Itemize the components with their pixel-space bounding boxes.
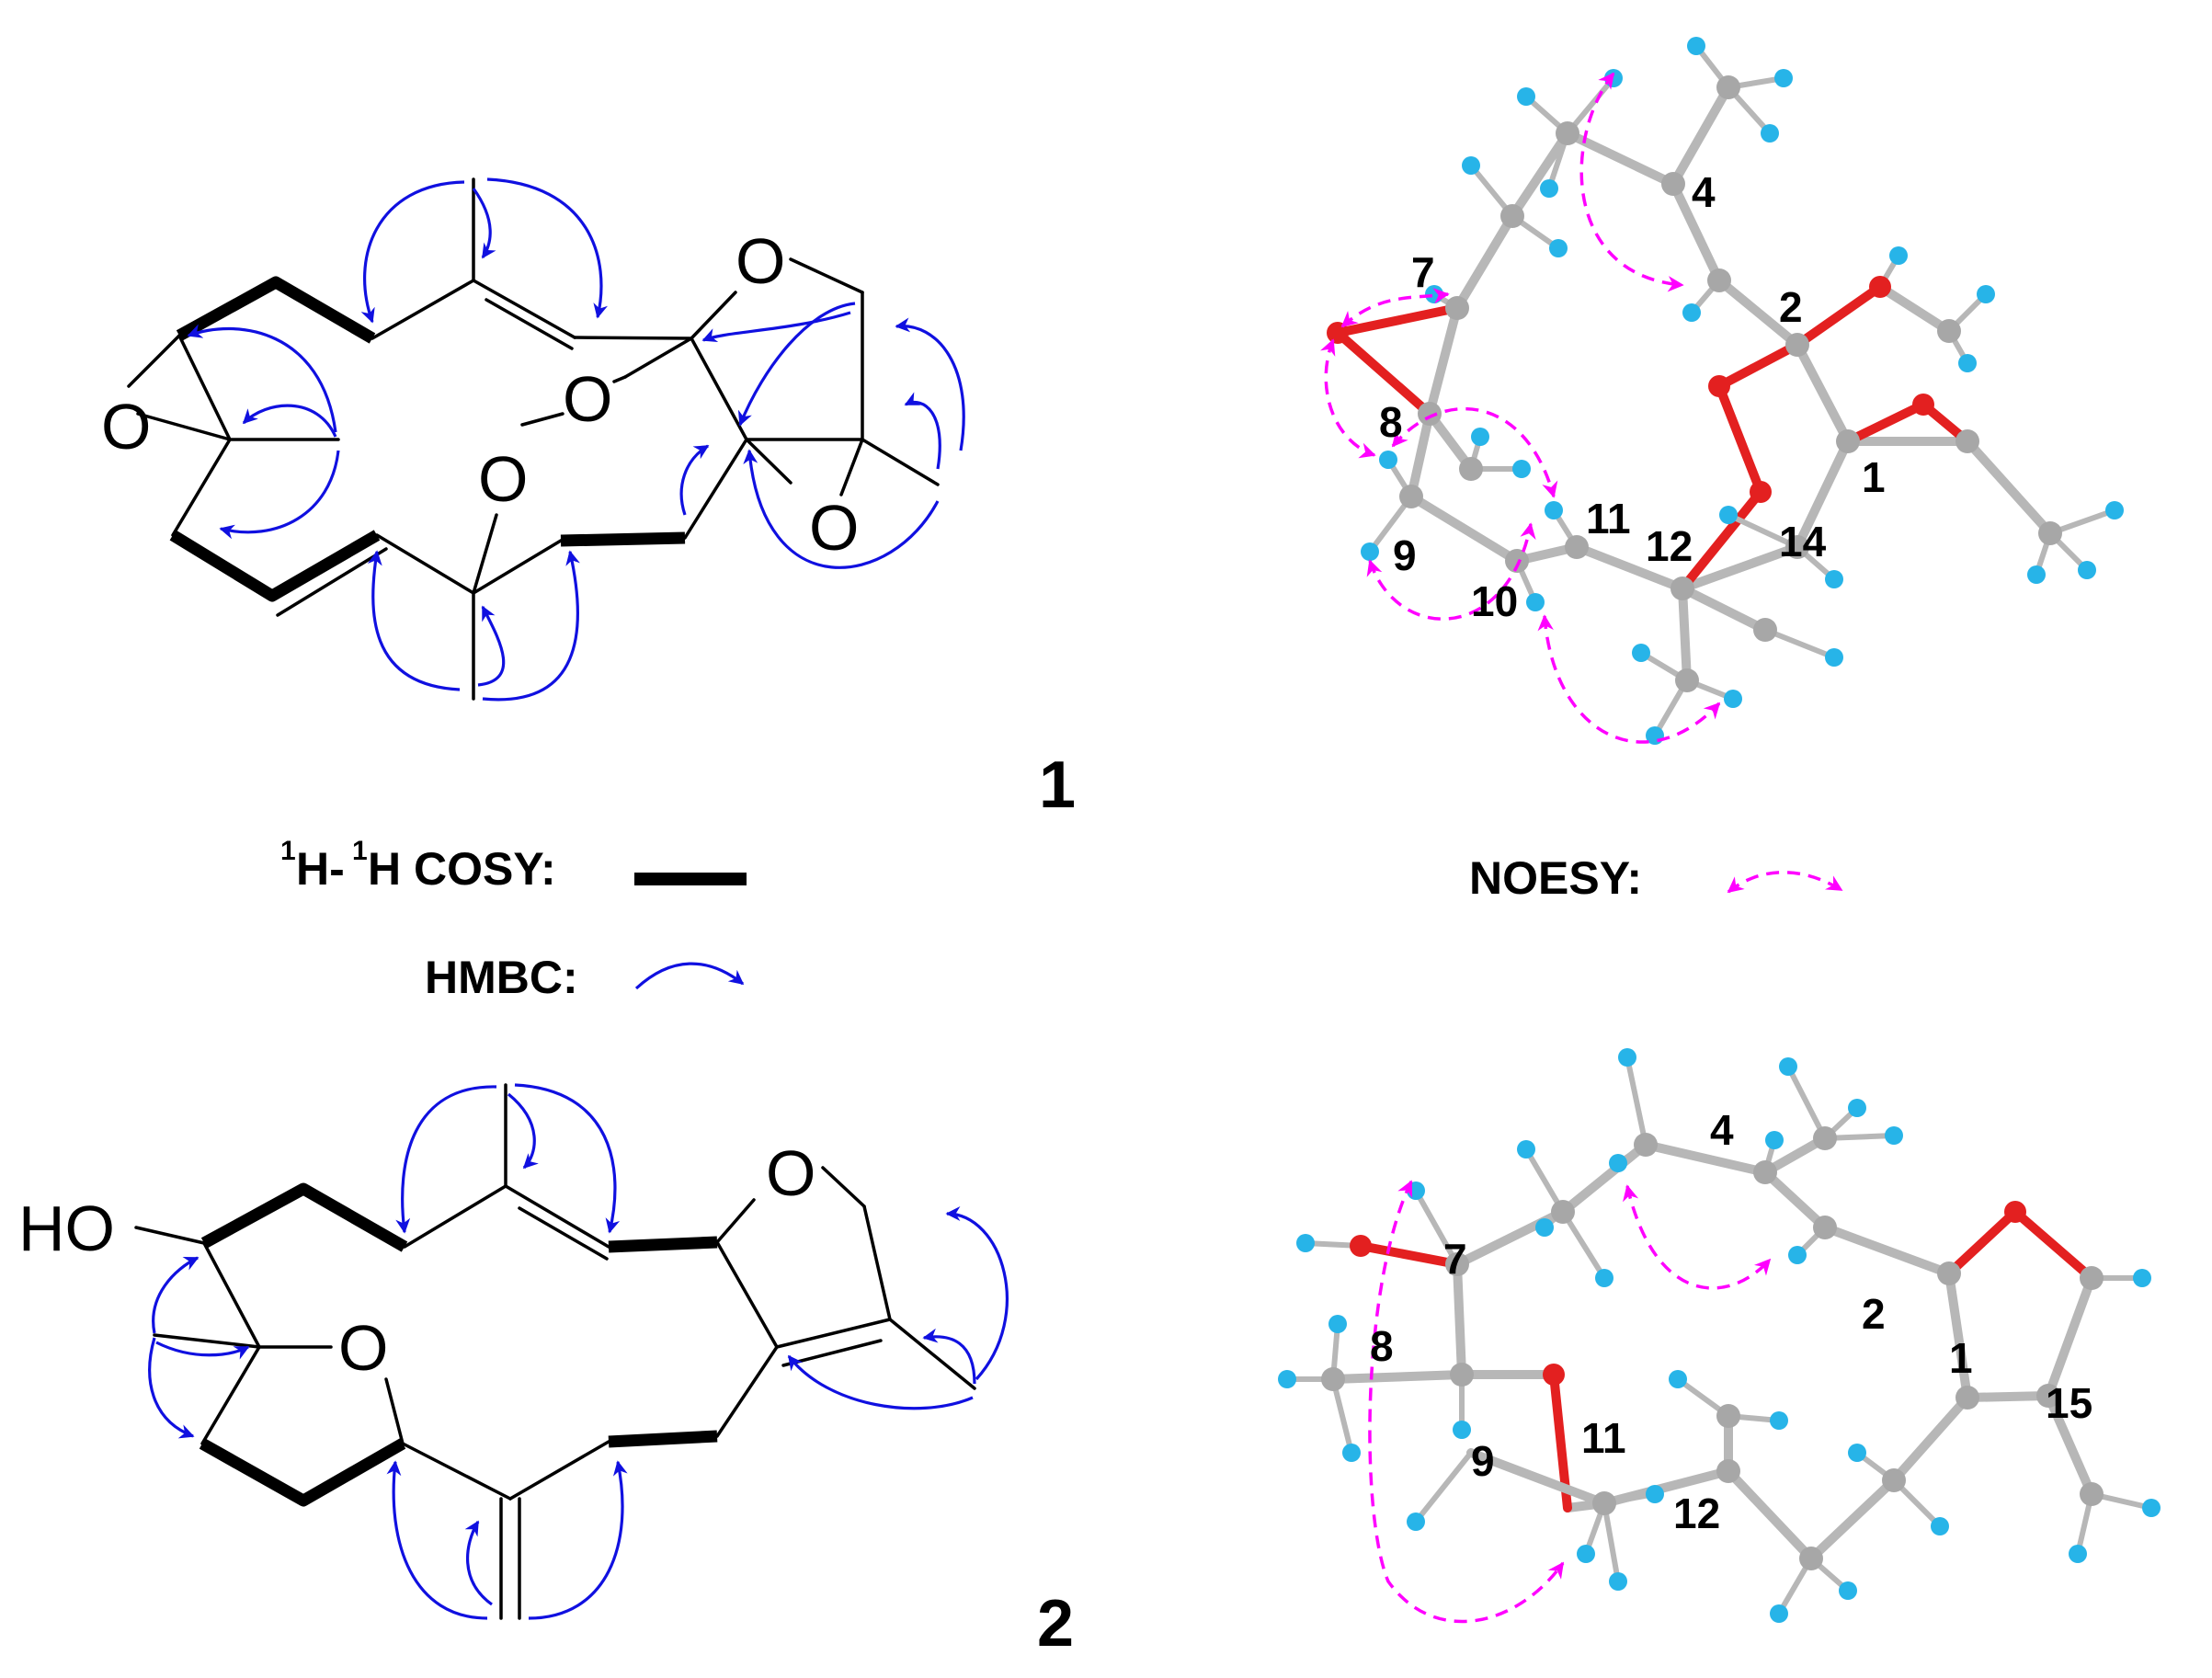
- model1-atom-12: 12: [1646, 522, 1693, 570]
- model2-atom-15: 15: [2046, 1379, 2092, 1427]
- noesy-legend-arrow: [1727, 871, 1843, 894]
- cosy-label-rest: H COSY:: [368, 843, 556, 895]
- atom-numbers-2: 4 7 2 8 1 15 11 9 12: [1370, 1106, 2092, 1537]
- atom-numbers-1: 4 2 7 8 1 11 12 14 9 10: [1379, 168, 1886, 625]
- model2-atom-9: 9: [1471, 1437, 1495, 1485]
- cosy-label-h: H-: [296, 843, 345, 895]
- model1-atom-2: 2: [1779, 283, 1803, 331]
- hmbc-legend-arrow: [634, 962, 745, 990]
- epoxide-oxygen-left: O: [101, 391, 151, 462]
- legend: 1 H- 1 H COSY: HMBC: NOESY:: [280, 836, 1843, 1003]
- model1-atom-7: 7: [1411, 248, 1435, 296]
- ring-oxygen-top: O: [735, 225, 785, 297]
- hmbc-arrows-2: [148, 1083, 1009, 1620]
- skeleton-1: [127, 177, 940, 701]
- model1-atom-1: 1: [1862, 453, 1886, 501]
- noesy-label: NOESY:: [1469, 852, 1642, 904]
- noesy-arrows-2: [1368, 1180, 1772, 1624]
- model2-atom-8: 8: [1370, 1322, 1394, 1370]
- oxygen-labels-2: HO O O: [18, 1137, 815, 1384]
- model1-atom-9: 9: [1393, 531, 1417, 579]
- model-2: 4 7 2 8 1 15 11 9 12: [1278, 1048, 2161, 1624]
- compound-number-2: 2: [1037, 1587, 1074, 1661]
- hmbc-label: HMBC:: [425, 952, 578, 1003]
- model1-atom-11: 11: [1586, 495, 1631, 542]
- oxygen-labels-1: O O O O O: [101, 225, 859, 564]
- cosy-label-sup-2: 1: [352, 836, 368, 866]
- skeleton-2: [134, 1083, 976, 1620]
- structure-2: HO O O: [18, 1083, 1009, 1620]
- model1-atom-10: 10: [1471, 577, 1518, 625]
- model1-atom-14: 14: [1779, 518, 1827, 565]
- model2-atom-4: 4: [1710, 1106, 1734, 1154]
- model2-atom-12: 12: [1673, 1490, 1720, 1537]
- ether-oxygen: O: [338, 1312, 388, 1384]
- model2-atom-1: 1: [1949, 1334, 1973, 1382]
- model1-atom-4: 4: [1692, 168, 1716, 216]
- peroxide-oxygen-2: O: [478, 443, 528, 515]
- peroxide-oxygen-1: O: [563, 363, 612, 435]
- furan-oxygen: O: [766, 1137, 815, 1209]
- cosy-label-sup-1: 1: [280, 836, 296, 866]
- structure-1: O O O O O: [101, 177, 965, 702]
- hydroxyl-label: HO: [18, 1193, 115, 1264]
- model2-atom-2: 2: [1862, 1290, 1886, 1338]
- model1-atom-8: 8: [1379, 398, 1403, 446]
- noesy-arrows-1: [1320, 72, 1721, 744]
- compound-number-1: 1: [1039, 748, 1076, 822]
- hmbc-arrows-1: [187, 177, 965, 702]
- model-1: 4 2 7 8 1 11 12 14 9 10: [1320, 37, 2124, 745]
- epoxide-oxygen-right: O: [809, 492, 859, 564]
- cosy-bonds-2: [199, 1182, 718, 1507]
- cosy-bonds-1: [169, 276, 686, 602]
- model2-atom-7: 7: [1443, 1235, 1467, 1283]
- model2-atom-11: 11: [1581, 1414, 1626, 1462]
